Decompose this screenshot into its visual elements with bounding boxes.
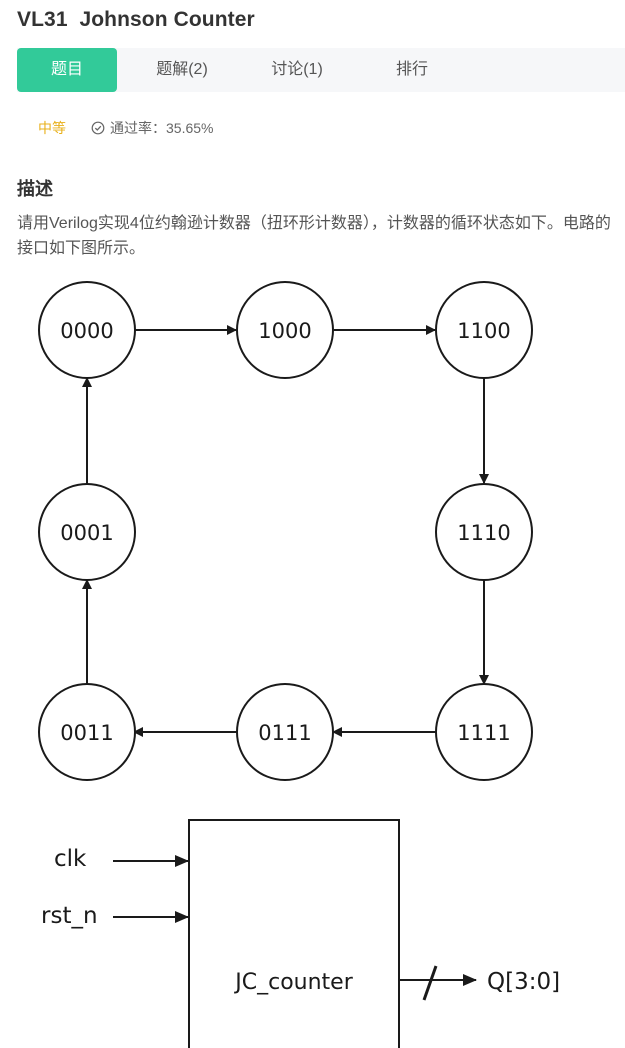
interface-block-diagram: JC_counter clk rst_n Q[3:0] <box>41 819 560 1048</box>
state-label: 1111 <box>457 721 510 745</box>
description-heading: 描述 <box>17 179 53 199</box>
state-label: 0001 <box>60 521 113 545</box>
state-label: 0111 <box>258 721 311 745</box>
difficulty-badge: 中等 <box>38 120 66 136</box>
bus-slash <box>422 965 438 1001</box>
state-node: 0001 <box>38 483 136 581</box>
state-node: 1100 <box>435 281 533 379</box>
state-node: 1000 <box>236 281 334 379</box>
input-label-rst-n: rst_n <box>41 903 98 929</box>
check-circle-icon <box>91 121 105 135</box>
pass-rate: 通过率：35.65% <box>91 118 213 138</box>
tab-bar: 题目 题解(2) 讨论(1) 排行 <box>17 48 625 92</box>
state-label: 1110 <box>457 521 510 545</box>
tab-solutions[interactable]: 题解(2) <box>156 61 208 78</box>
input-label-clk: clk <box>54 846 87 872</box>
state-node: 1110 <box>435 483 533 581</box>
state-label: 0011 <box>60 721 113 745</box>
state-node: 1111 <box>435 683 533 781</box>
state-label: 1100 <box>457 319 510 343</box>
output-label: Q[3:0] <box>487 969 560 995</box>
state-node: 0000 <box>38 281 136 379</box>
module-name: JC_counter <box>233 970 353 995</box>
pass-rate-text: 通过率：35.65% <box>110 120 214 136</box>
module-box <box>188 819 400 1048</box>
state-node: 0111 <box>236 683 334 781</box>
problem-title: VL31 Johnson Counter <box>17 8 255 31</box>
tab-ranking[interactable]: 排行 <box>395 61 428 78</box>
tab-problem[interactable]: 题目 <box>17 48 117 92</box>
state-node: 0011 <box>38 683 136 781</box>
state-label: 0000 <box>60 319 113 343</box>
tab-discussion[interactable]: 讨论(1) <box>271 61 323 78</box>
state-label: 1000 <box>258 319 311 343</box>
description-text: 请用Verilog实现4位约翰逊计数器（扭环形计数器），计数器的循环状态如下。电… <box>17 215 611 257</box>
state-transition-diagram: 0000 1000 1100 1110 1111 0111 0011 0001 <box>38 281 533 781</box>
